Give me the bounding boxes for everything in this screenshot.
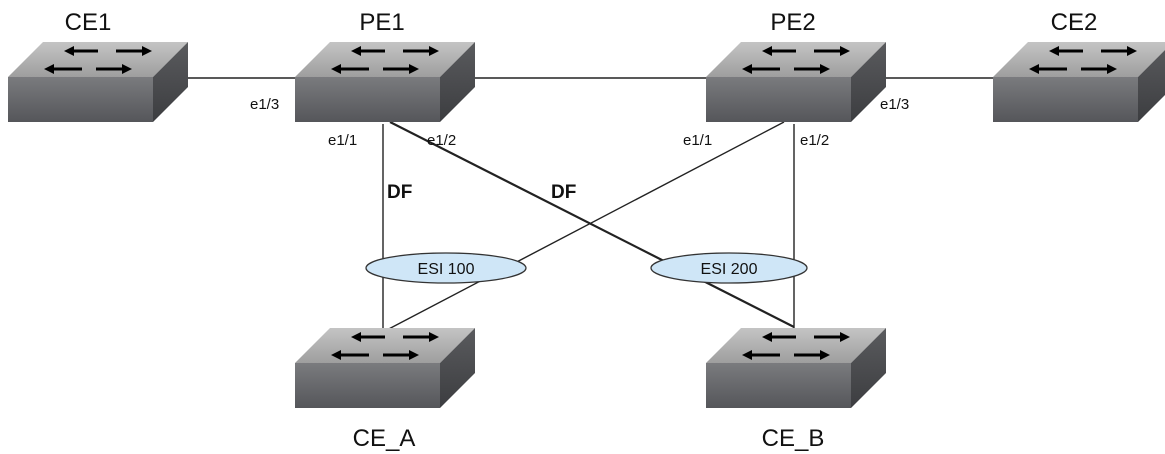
switch-icon <box>704 40 888 124</box>
port-pe2-e1-3: e1/3 <box>880 96 909 113</box>
esi-200-label: ESI 200 <box>701 261 758 278</box>
port-pe1-e1-1: e1/1 <box>328 132 357 149</box>
switch-icon <box>6 40 190 124</box>
port-pe1-e1-3: e1/3 <box>250 96 279 113</box>
device-name-ce1: CE1 <box>65 9 112 36</box>
device-name-pe2: PE2 <box>770 9 815 36</box>
esi-100-segment: ESI 100 <box>365 252 527 284</box>
device-name-ce-a: CE_A <box>353 425 416 452</box>
device-name-pe1: PE1 <box>359 9 404 36</box>
switch-ce1[interactable] <box>6 40 190 124</box>
esi-200-segment: ESI 200 <box>650 252 808 284</box>
esi-100-label: ESI 100 <box>418 261 475 278</box>
df-label-pe1-e1-2: DF <box>551 182 576 203</box>
switch-pe2[interactable] <box>704 40 888 124</box>
device-name-ce2: CE2 <box>1051 9 1098 36</box>
switch-icon <box>991 40 1165 124</box>
switch-icon <box>704 326 888 410</box>
switch-icon <box>293 40 477 124</box>
link-pe1-ceb <box>389 121 795 328</box>
links <box>177 77 993 333</box>
port-pe1-e1-2: e1/2 <box>427 132 456 149</box>
switch-ce-b[interactable] <box>704 326 888 410</box>
device-name-ce-b: CE_B <box>762 425 825 452</box>
switch-ce-a[interactable] <box>293 326 477 410</box>
port-pe2-e1-2: e1/2 <box>800 132 829 149</box>
link-pe2-cea <box>382 121 785 333</box>
df-label-pe1-e1-1: DF <box>387 182 412 203</box>
port-pe2-e1-1: e1/1 <box>683 132 712 149</box>
switch-pe1[interactable] <box>293 40 477 124</box>
switch-ce2[interactable] <box>991 40 1165 124</box>
switch-icon <box>293 326 477 410</box>
